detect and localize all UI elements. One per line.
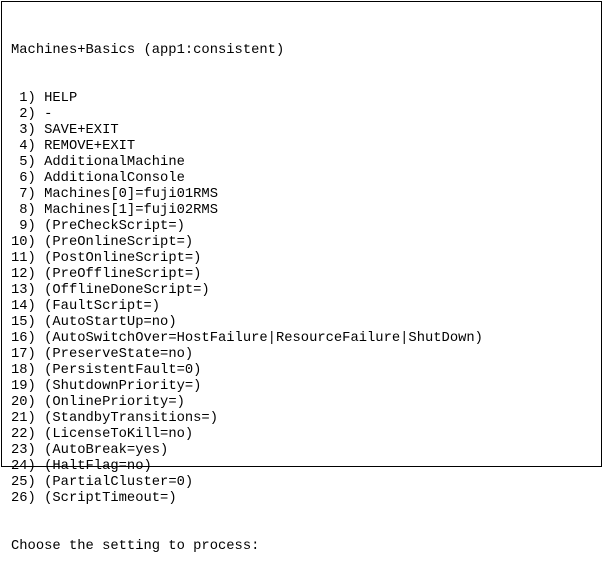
menu-item-number: 10) (11, 235, 36, 250)
menu-item-number: 5) (11, 155, 36, 170)
menu-item-label: (AutoBreak=yes) (44, 443, 169, 458)
menu-item-number: 2) (11, 107, 36, 122)
menu-item[interactable]: 24) (HaltFlag=no) (11, 459, 483, 475)
menu-item-label: REMOVE+EXIT (44, 139, 136, 154)
menu-item-label: (PreOfflineScript=) (44, 267, 202, 282)
menu-item-label: (ShutdownPriority=) (44, 379, 202, 394)
input-prompt[interactable]: Choose the setting to process: (11, 539, 260, 554)
menu-item-label: (OfflineDoneScript=) (44, 283, 210, 298)
menu-item-number: 22) (11, 427, 36, 442)
menu-item-label: HELP (44, 91, 78, 106)
menu-item-number: 13) (11, 283, 36, 298)
menu-item[interactable]: 5) AdditionalMachine (11, 155, 483, 171)
menu-item[interactable]: 4) REMOVE+EXIT (11, 139, 483, 155)
menu-item[interactable]: 11) (PostOnlineScript=) (11, 251, 483, 267)
menu-item-number: 25) (11, 475, 36, 490)
menu-item-number: 11) (11, 251, 36, 266)
menu-item-label: (PostOnlineScript=) (44, 251, 202, 266)
menu-item-label: Machines[0]=fuji01RMS (44, 187, 218, 202)
menu-item[interactable]: 16) (AutoSwitchOver=HostFailure|Resource… (11, 331, 483, 347)
menu-item-label: (PreserveState=no) (44, 347, 194, 362)
menu-item-number: 15) (11, 315, 36, 330)
menu-item[interactable]: 2) - (11, 107, 483, 123)
menu-item-number: 4) (11, 139, 36, 154)
menu-item-number: 12) (11, 267, 36, 282)
menu-item[interactable]: 3) SAVE+EXIT (11, 123, 483, 139)
menu-item[interactable]: 20) (OnlinePriority=) (11, 395, 483, 411)
menu-item-number: 18) (11, 363, 36, 378)
menu-item-number: 14) (11, 299, 36, 314)
menu-item-number: 20) (11, 395, 36, 410)
menu-item-number: 24) (11, 459, 36, 474)
menu-item[interactable]: 10) (PreOnlineScript=) (11, 235, 483, 251)
menu-item-label: AdditionalConsole (44, 171, 185, 186)
menu-item[interactable]: 6) AdditionalConsole (11, 171, 483, 187)
menu-item[interactable]: 23) (AutoBreak=yes) (11, 443, 483, 459)
menu-item[interactable]: 14) (FaultScript=) (11, 299, 483, 315)
menu-item[interactable]: 17) (PreserveState=no) (11, 347, 483, 363)
menu-item[interactable]: 15) (AutoStartUp=no) (11, 315, 483, 331)
menu-item[interactable]: 19) (ShutdownPriority=) (11, 379, 483, 395)
menu-item-label: (PreCheckScript=) (44, 219, 185, 234)
menu-item[interactable]: 1) HELP (11, 91, 483, 107)
menu-item[interactable]: 18) (PersistentFault=0) (11, 363, 483, 379)
menu-item-label: AdditionalMachine (44, 155, 185, 170)
menu-item[interactable]: 21) (StandbyTransitions=) (11, 411, 483, 427)
menu-item-label: (HaltFlag=no) (44, 459, 152, 474)
menu-item-label: (PreOnlineScript=) (44, 235, 194, 250)
menu-item-number: 21) (11, 411, 36, 426)
menu-item-number: 23) (11, 443, 36, 458)
menu-item[interactable]: 25) (PartialCluster=0) (11, 475, 483, 491)
menu-item-label: SAVE+EXIT (44, 123, 119, 138)
menu-item[interactable]: 26) (ScriptTimeout=) (11, 491, 483, 507)
menu-item-label: (StandbyTransitions=) (44, 411, 218, 426)
menu-item-label: (OnlinePriority=) (44, 395, 185, 410)
menu-item-label: (FaultScript=) (44, 299, 161, 314)
menu-item-number: 7) (11, 187, 36, 202)
menu-item-number: 17) (11, 347, 36, 362)
terminal-window: Machines+Basics (app1:consistent) 1) HEL… (1, 1, 602, 554)
menu-item[interactable]: 9) (PreCheckScript=) (11, 219, 483, 235)
menu-item-label: (AutoStartUp=no) (44, 315, 177, 330)
menu-item-number: 9) (11, 219, 36, 234)
menu-item-label: Machines[1]=fuji02RMS (44, 203, 218, 218)
menu-item[interactable]: 8) Machines[1]=fuji02RMS (11, 203, 483, 219)
menu-item-label: (PersistentFault=0) (44, 363, 202, 378)
menu-item-label: (PartialCluster=0) (44, 475, 194, 490)
menu-item-label: (LicenseToKill=no) (44, 427, 194, 442)
terminal-output: Machines+Basics (app1:consistent) 1) HEL… (11, 11, 483, 587)
menu-item-number: 26) (11, 491, 36, 506)
menu-item-number: 8) (11, 203, 36, 218)
menu-item-number: 19) (11, 379, 36, 394)
menu-item[interactable]: 22) (LicenseToKill=no) (11, 427, 483, 443)
menu-item-label: (AutoSwitchOver=HostFailure|ResourceFail… (44, 331, 483, 346)
menu-item-number: 1) (11, 91, 36, 106)
menu-item-number: 6) (11, 171, 36, 186)
menu-title: Machines+Basics (app1:consistent) (11, 43, 285, 58)
menu-item-number: 16) (11, 331, 36, 346)
menu-item[interactable]: 7) Machines[0]=fuji01RMS (11, 187, 483, 203)
menu-item[interactable]: 12) (PreOfflineScript=) (11, 267, 483, 283)
menu-item-label: (ScriptTimeout=) (44, 491, 177, 506)
menu-item-number: 3) (11, 123, 36, 138)
menu-item[interactable]: 13) (OfflineDoneScript=) (11, 283, 483, 299)
menu-item-label: - (44, 107, 53, 122)
